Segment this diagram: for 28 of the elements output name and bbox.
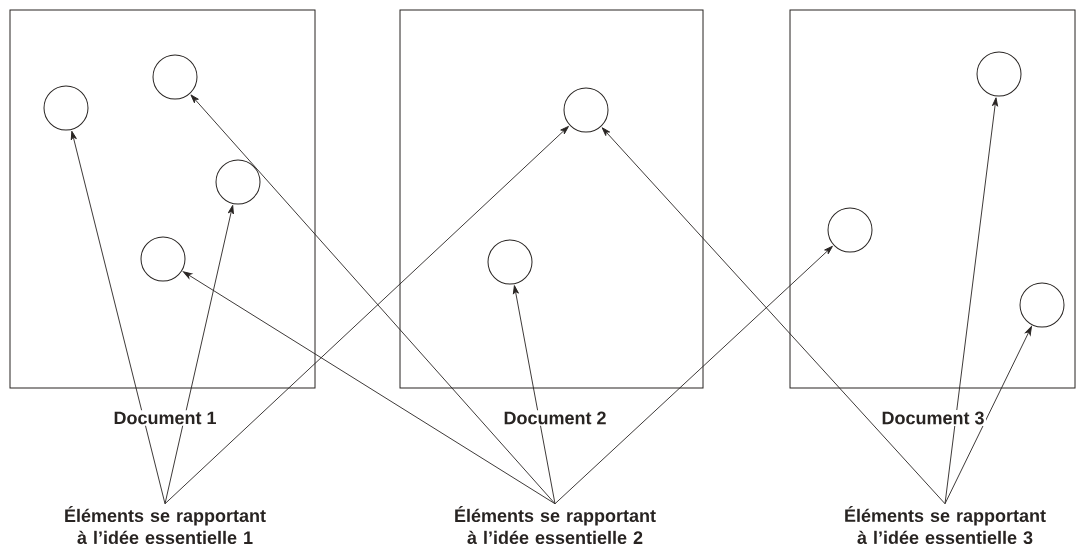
circle (215, 159, 261, 205)
circle (827, 207, 873, 253)
arrow (944, 326, 1032, 505)
arrow (164, 204, 234, 505)
arrow (601, 127, 946, 505)
document-label: Document 3 (880, 410, 986, 426)
caption-text: Éléments se rapportant à l’idée essentielle 2 (455, 505, 656, 545)
document-label: Document 1 (112, 410, 218, 426)
caption-text: Éléments se rapportant à l’idée essentielle 3 (845, 505, 1046, 545)
arrow (70, 130, 166, 505)
circle (43, 85, 89, 131)
arrow (944, 97, 999, 505)
arrow (554, 245, 833, 505)
document-label: Document 2 (502, 410, 608, 426)
circle (140, 236, 186, 282)
circle (487, 239, 533, 285)
circle (563, 87, 609, 133)
caption-text: Éléments se rapportant à l’idée essentielle 1 (65, 505, 266, 545)
arrow (512, 285, 556, 505)
document-box (789, 9, 1076, 389)
circle (976, 51, 1022, 97)
arrow (182, 271, 556, 505)
document-box (399, 9, 704, 389)
arrow (190, 94, 556, 505)
circle (1019, 282, 1065, 328)
circle (152, 54, 198, 100)
document-box (9, 9, 316, 389)
arrow (164, 125, 569, 505)
